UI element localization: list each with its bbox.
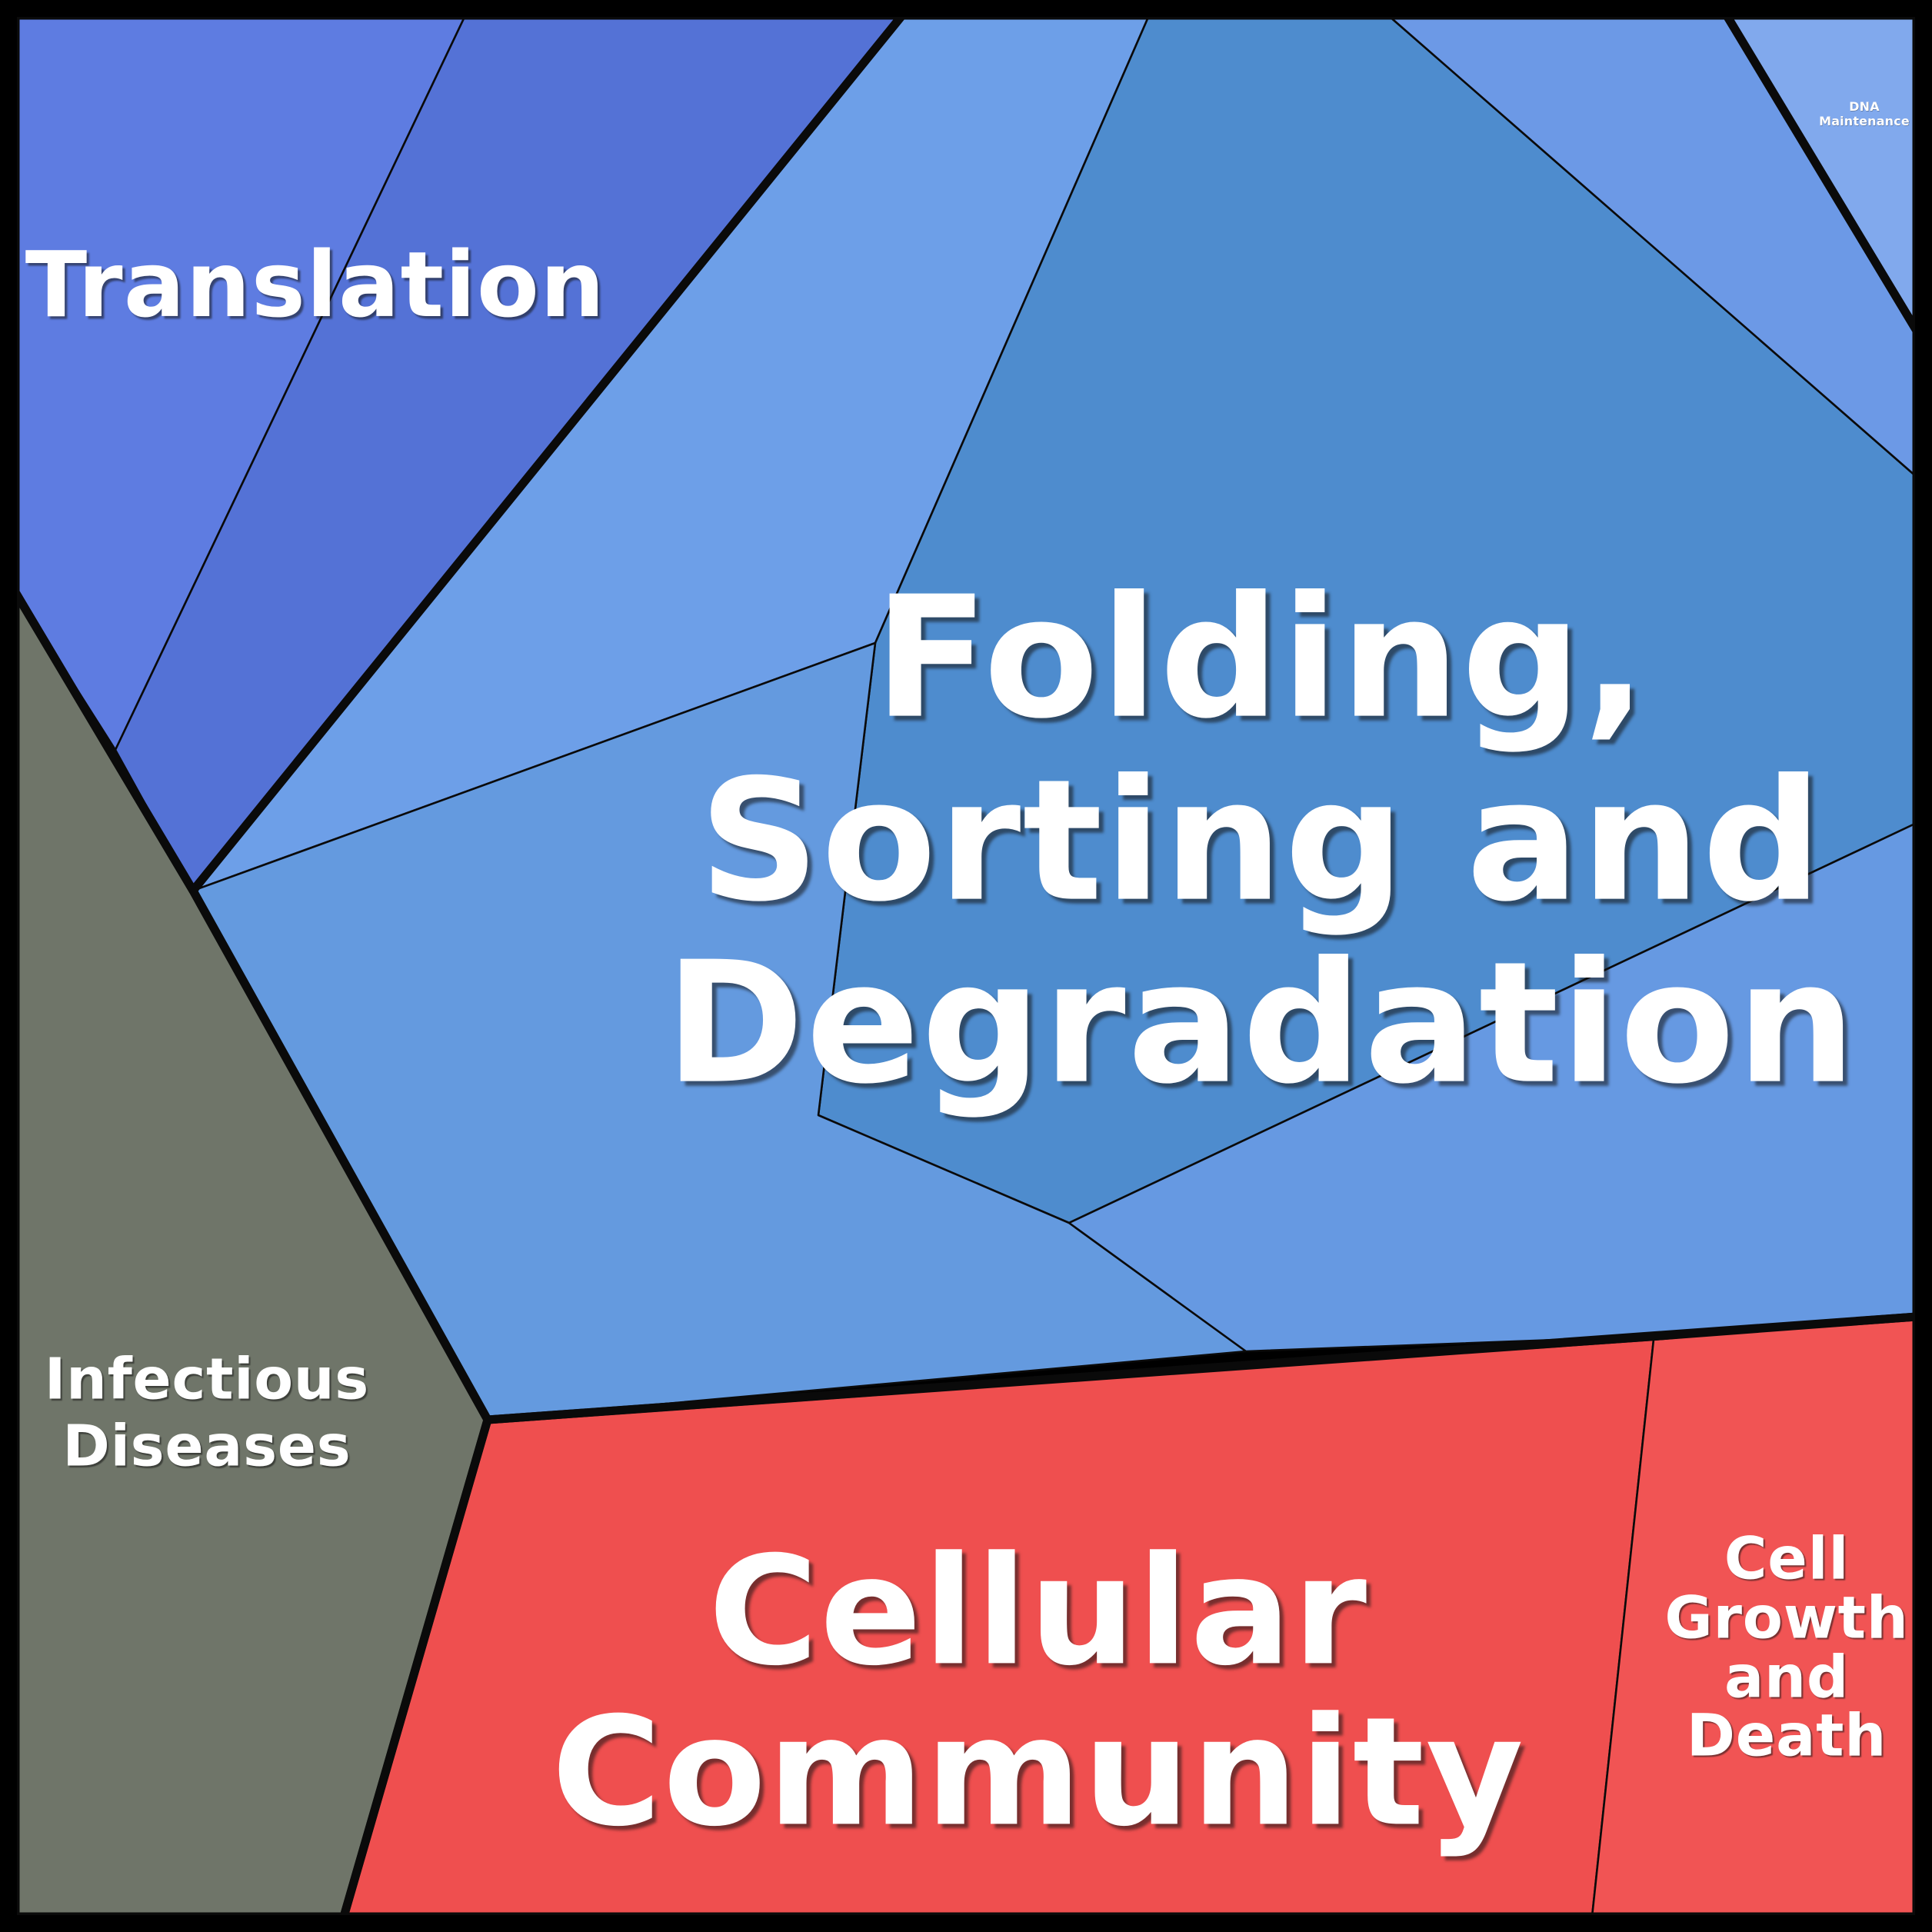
region-cellular-community[interactable] <box>342 1338 1655 1918</box>
